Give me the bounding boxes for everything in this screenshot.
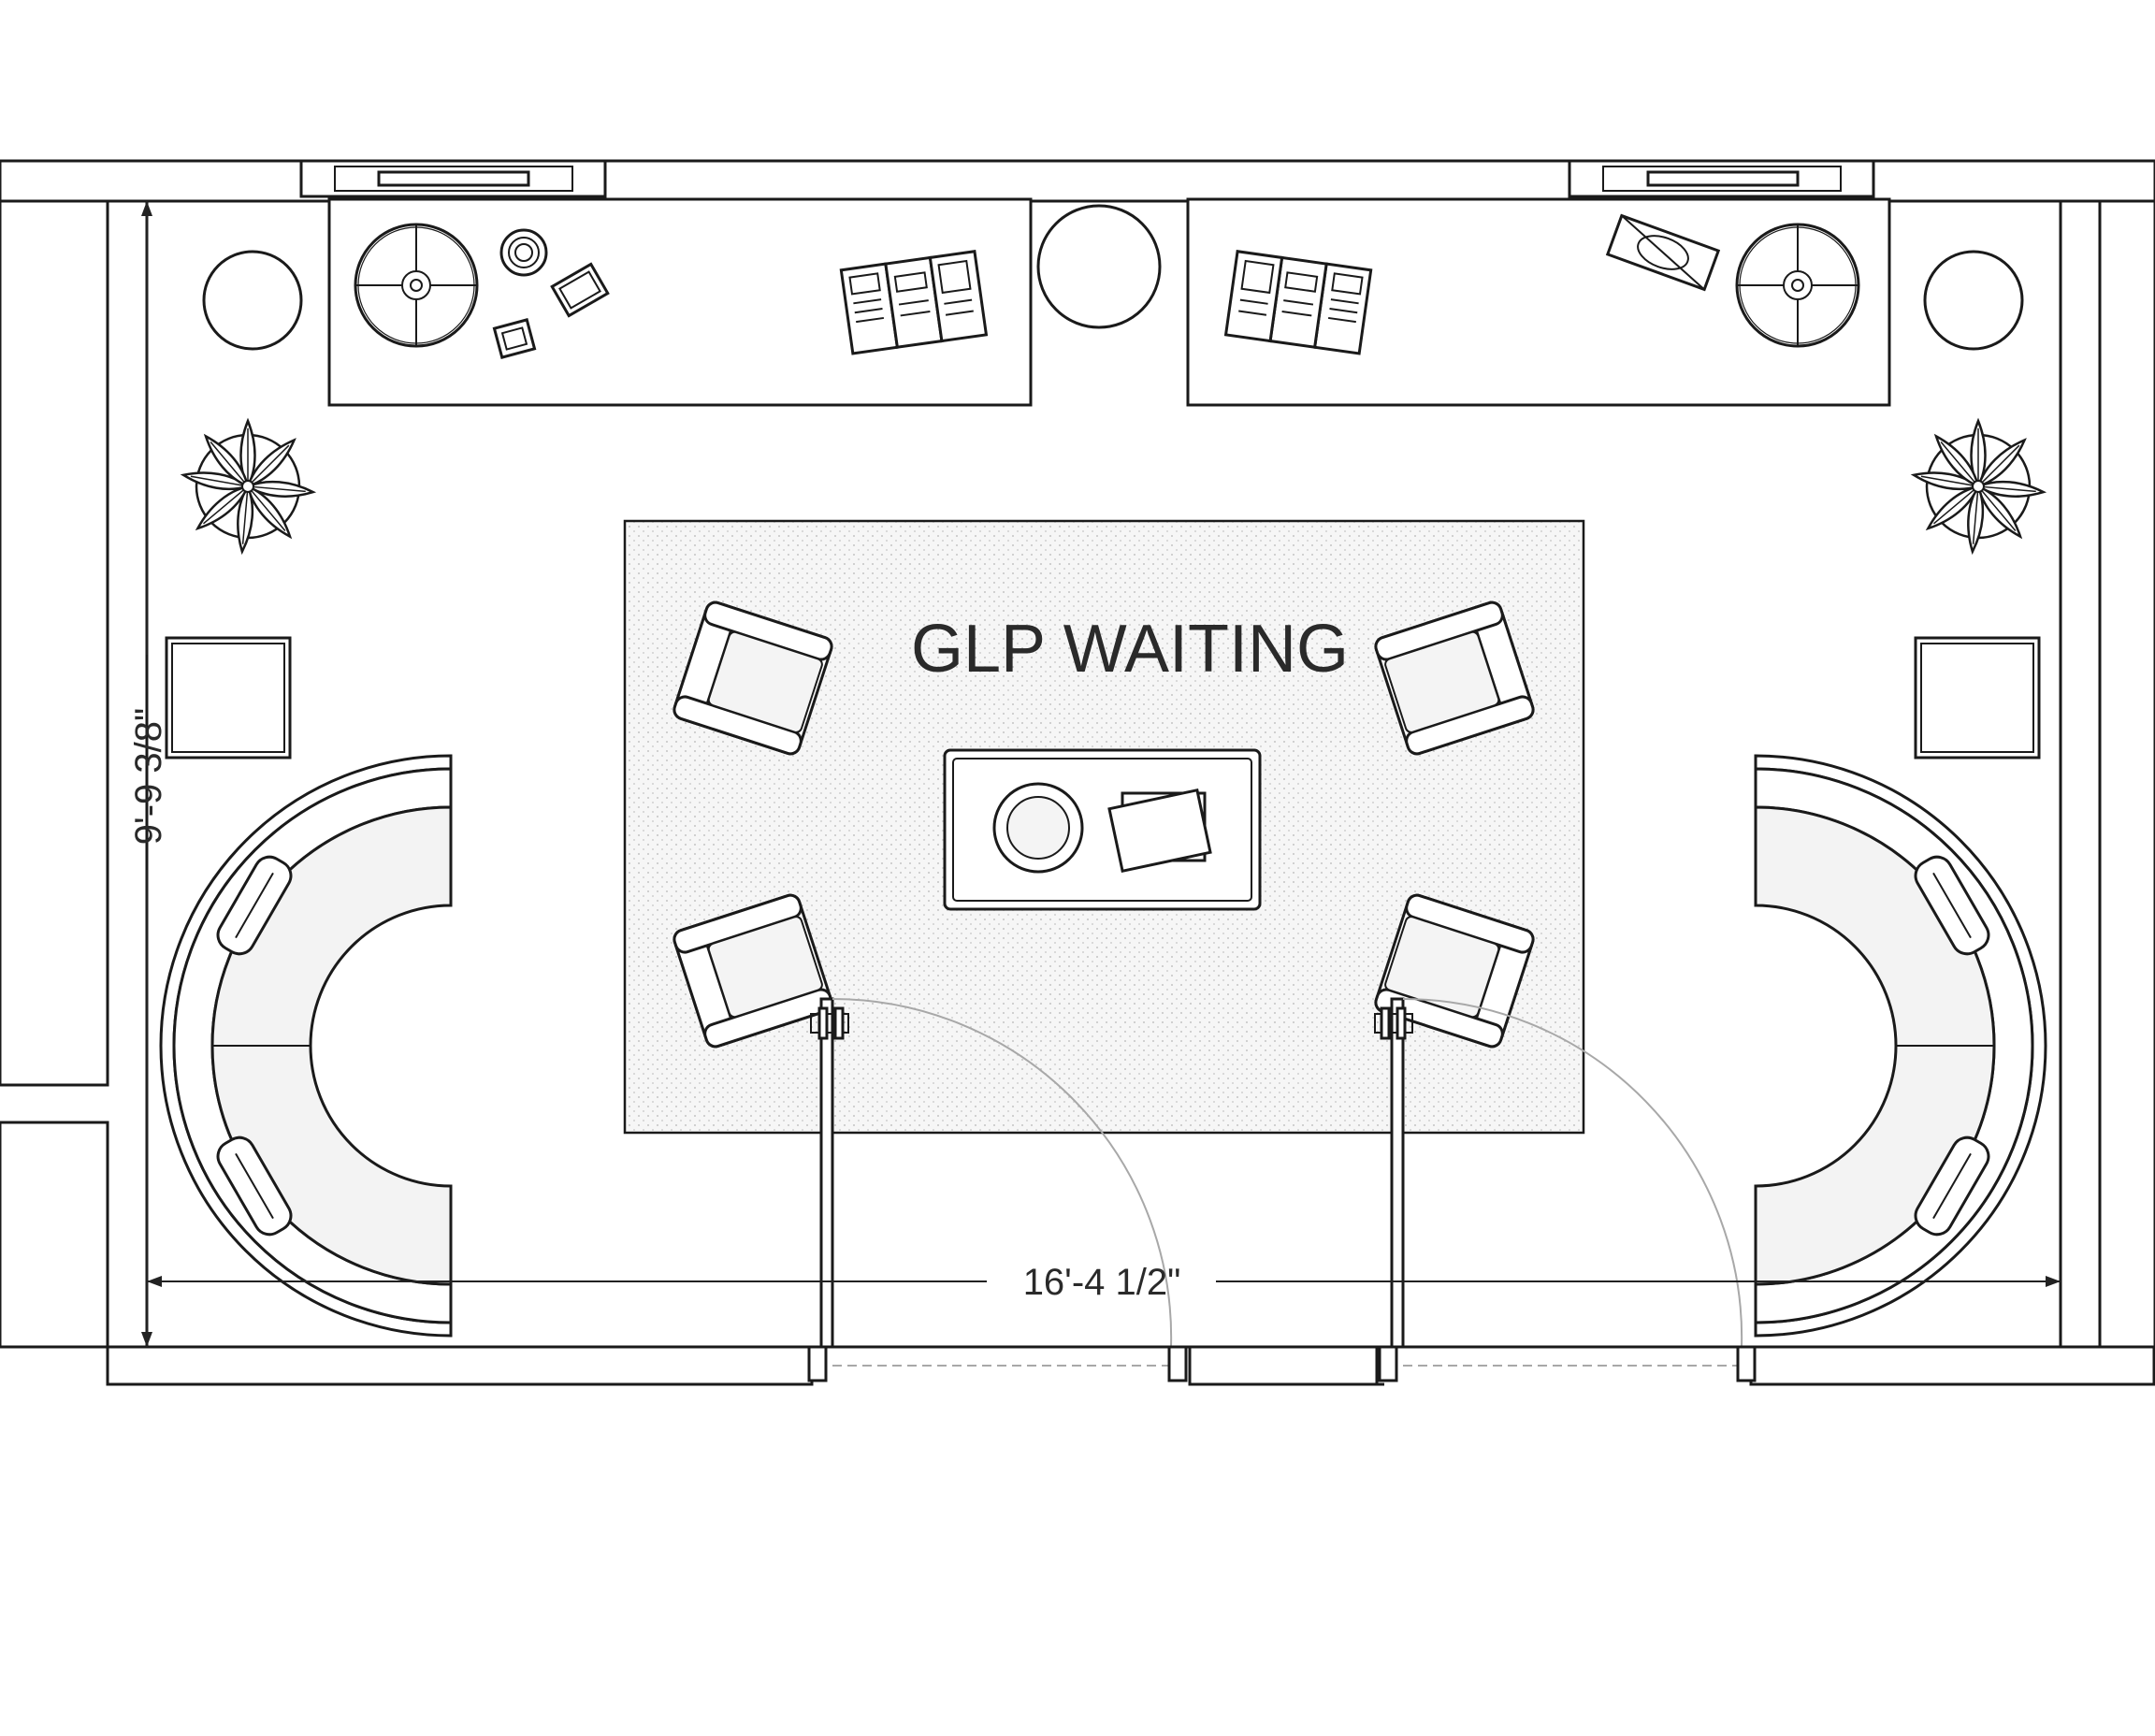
round-tables — [202, 204, 2024, 351]
end-tables — [165, 636, 2041, 760]
console-right — [1186, 197, 1891, 407]
coffee-table — [943, 748, 1262, 911]
potted-plant-icon — [182, 421, 314, 552]
width-dimension-line — [147, 1276, 2061, 1287]
console-left — [327, 197, 1033, 407]
curved-sofa-icon — [159, 754, 453, 1338]
potted-plant-icon — [1913, 421, 2045, 552]
width-dimension-label: 16'-4 1/2" — [1023, 1262, 1181, 1303]
curved-sofa-icon — [1754, 754, 2047, 1338]
windows — [299, 159, 1875, 198]
door-swing-icon — [1374, 997, 1757, 1382]
depth-dimension-label: 9'-9 3/8" — [128, 708, 169, 845]
walls — [0, 159, 2155, 1386]
room-label: GLP WAITING — [911, 612, 1349, 687]
depth-dimension-line — [141, 201, 152, 1347]
door-swing-icon — [807, 997, 1379, 1386]
